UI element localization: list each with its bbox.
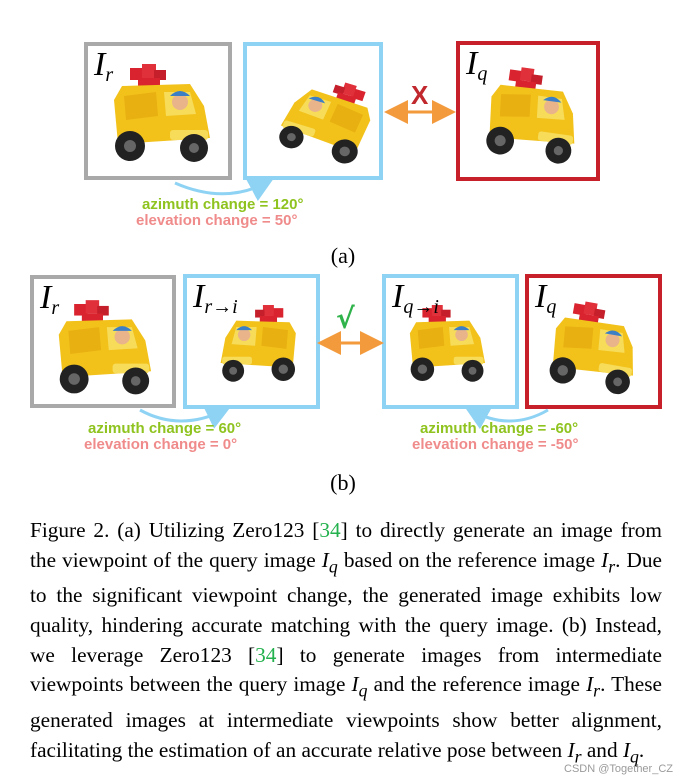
panel-a-generated-image (243, 42, 383, 180)
citation-link[interactable]: 34 (319, 518, 341, 542)
azimuth-change-label: azimuth change = 60° (88, 420, 242, 437)
label-ir: Ir (94, 46, 114, 86)
curved-arrow (464, 407, 549, 430)
curved-arrow (174, 179, 274, 202)
panel-b-query-image: Iq (525, 274, 662, 409)
watermark: CSDN @Together_CZ (564, 763, 673, 775)
curved-arrow (139, 407, 231, 429)
azimuth-change-label: azimuth change = -60° (420, 420, 579, 437)
azimuth-change-label: azimuth change = 120° (142, 196, 304, 213)
label-ir: Ir (40, 279, 60, 319)
citation-link[interactable]: 34 (255, 642, 277, 667)
cross-mark-icon: X (411, 80, 429, 110)
panel-a-query-image: Iq (456, 41, 600, 181)
label-iq: Iq (466, 45, 488, 85)
subfigure-label-a: (a) (330, 243, 356, 268)
label-ir-to-i: Ir→i (193, 278, 238, 318)
elevation-change-label: elevation change = -50° (412, 436, 579, 453)
panel-b-generated-q-to-i: Iq→i (382, 274, 519, 409)
label-iq: Iq (535, 278, 557, 318)
elevation-change-label: elevation change = 50° (136, 212, 298, 229)
label-iq-to-i: Iq→i (392, 278, 439, 318)
figure-caption: Figure 2. (a) Utilizing Zero123 [34] to … (30, 518, 662, 766)
subfigure-label-b: (b) (330, 470, 356, 495)
panel-a-reference-image: Ir (84, 42, 232, 180)
check-mark-icon: √ (336, 302, 355, 335)
panel-b-reference-image: Ir (30, 275, 176, 408)
elevation-change-label: elevation change = 0° (84, 436, 238, 453)
